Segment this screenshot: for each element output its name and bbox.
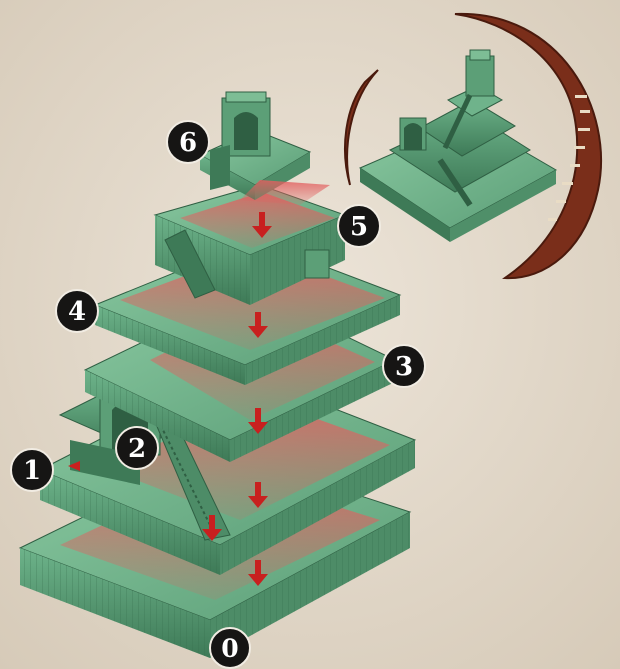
level-badge-6: 6 xyxy=(167,121,209,163)
level-badge-5: 5 xyxy=(338,205,380,247)
level-badge-3: 3 xyxy=(383,345,425,387)
level-badge-1: 1 xyxy=(11,449,53,491)
level-badge-4: 4 xyxy=(56,290,98,332)
level-badge-label: 1 xyxy=(23,456,41,486)
level-badge-label: 2 xyxy=(128,434,146,464)
level-badge-label: 5 xyxy=(350,212,368,242)
level-badge-label: 4 xyxy=(68,297,86,327)
level-badge-label: 3 xyxy=(395,352,413,382)
level-badge-label: 0 xyxy=(221,634,238,663)
level-badge-2: 2 xyxy=(116,427,158,469)
level-badge-0: 0 xyxy=(210,628,250,668)
level-badge-label: 6 xyxy=(179,128,197,158)
